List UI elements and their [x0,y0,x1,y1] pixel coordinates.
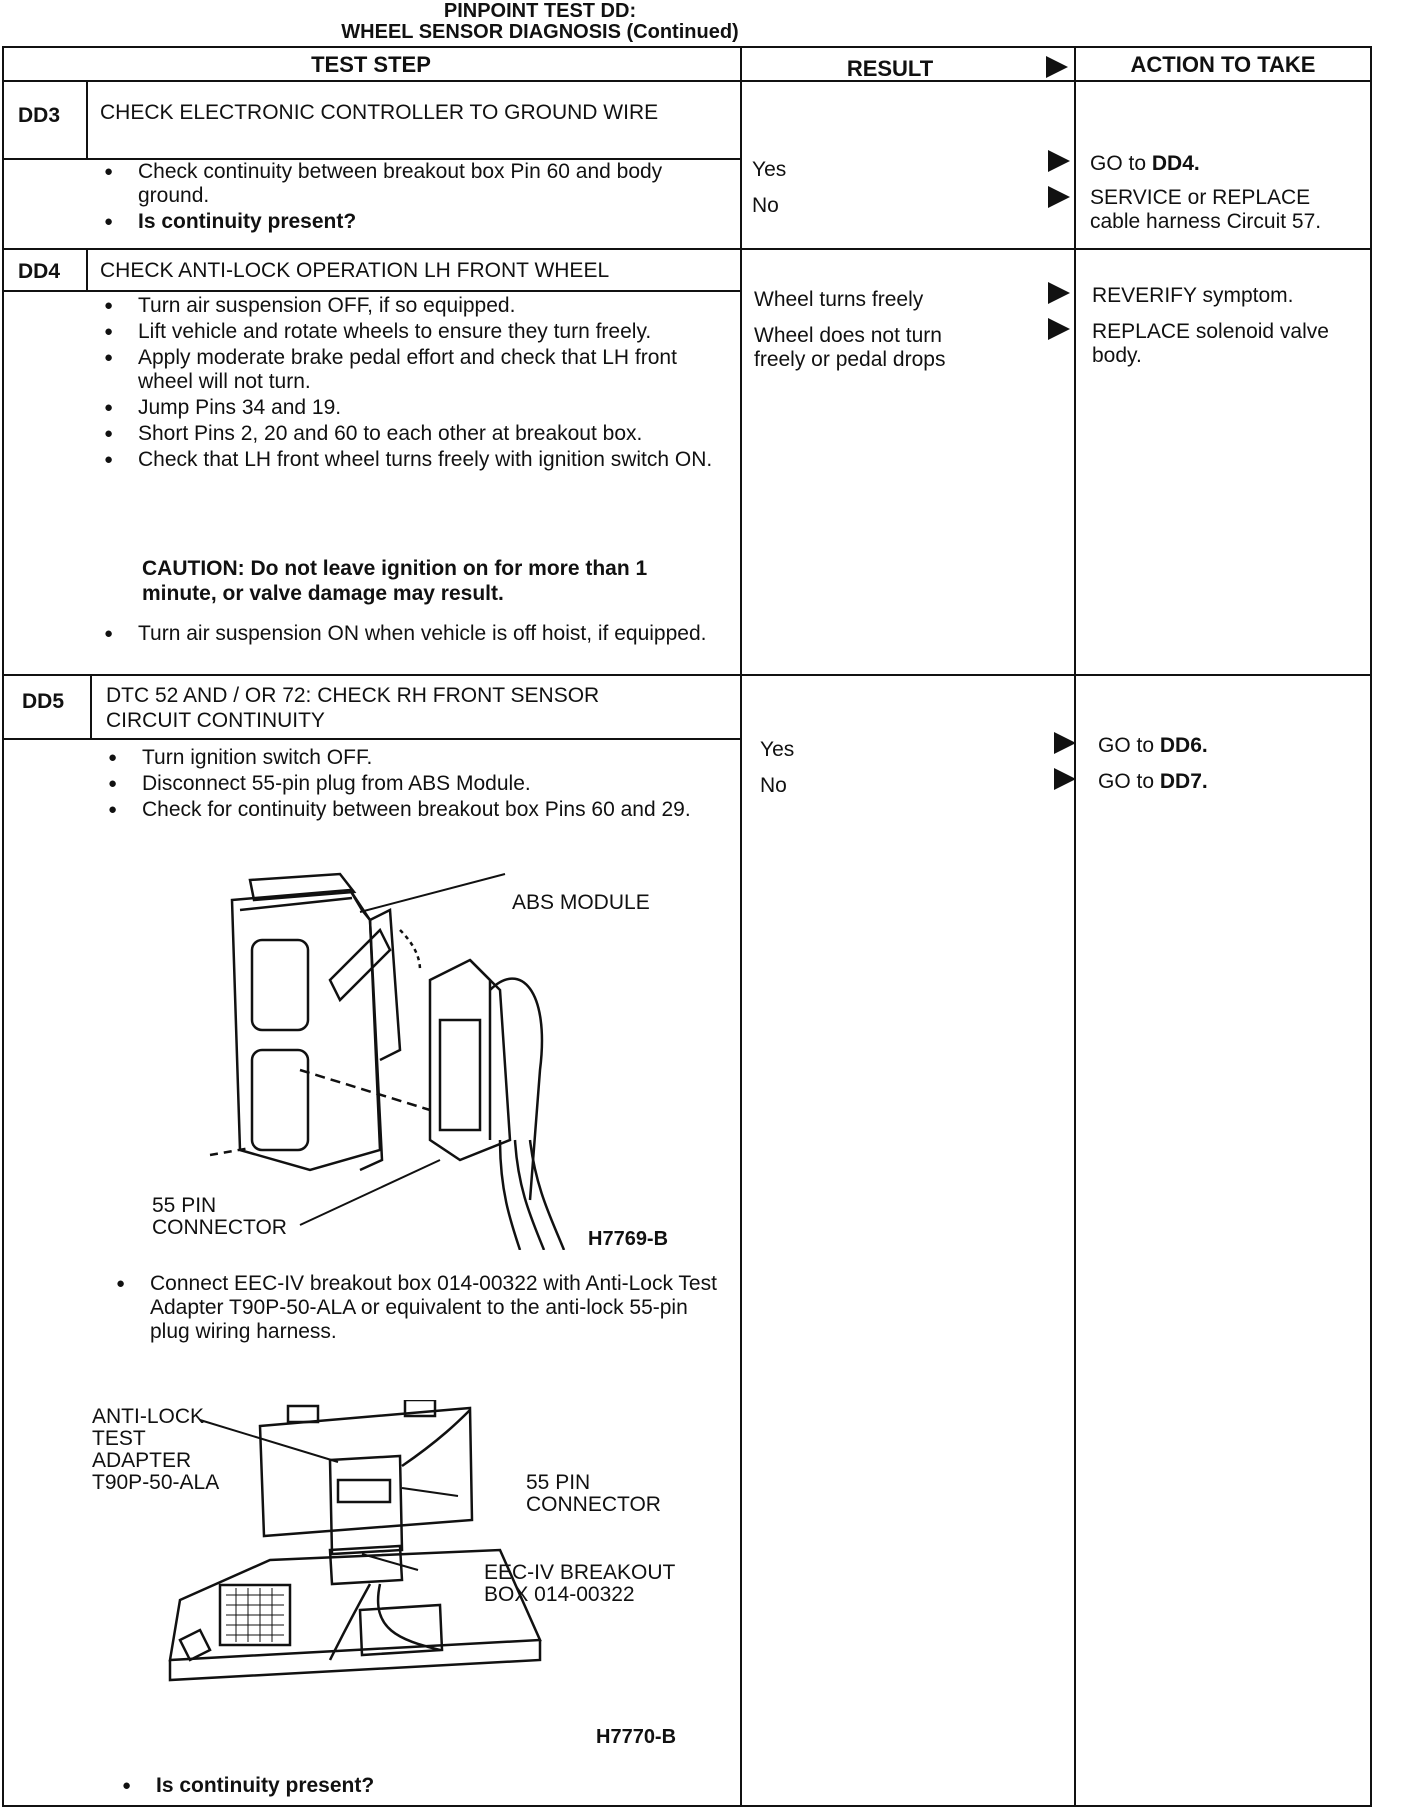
dd3-id-divider [86,80,88,158]
breakout-box-figure [168,1400,542,1682]
adapter-label: ANTI-LOCK TEST ADAPTER T90P-50-ALA [92,1405,220,1494]
dd5-connect-step-list: Connect EEC-IV breakout box 014-00322 wi… [112,1272,724,1346]
dd4-result-free: Wheel turns freely [754,288,924,311]
dd4-row-bottom-border [2,674,1372,676]
dd3-action-yes-prefix: GO to [1090,152,1152,175]
table-top-border [2,46,1372,48]
dd5-final-step-item: Is continuity present? [118,1774,678,1798]
dd4-caution: CAUTION: Do not leave ignition on for mo… [142,557,648,605]
fig2-code: H7770-B [596,1726,677,1748]
dd3-result-yes: Yes [752,158,787,181]
abs-module-figure [209,872,566,1250]
adapter-leader-line [199,1419,339,1463]
dd4-step-list: Turn air suspension OFF, if so equipped.… [100,294,720,474]
dd5-action-yes-target: DD6. [1159,734,1208,757]
dd5-step-id: DD5 [22,690,65,713]
page-title-line2: WHEEL SENSOR DIAGNOSIS (Continued) [341,21,739,43]
header-result: RESULT [846,56,934,81]
header-action: ACTION TO TAKE [1130,52,1316,77]
dd3-step-title: CHECK ELECTRONIC CONTROLLER TO GROUND WI… [100,101,659,124]
dd4-step-id: DD4 [18,260,61,283]
dd3-action-no: SERVICE or REPLACE cable harness Circuit… [1090,186,1322,233]
dd3-arrow-icon [1048,186,1070,208]
dd4-final-step-list: Turn air suspension ON when vehicle is o… [100,622,720,648]
dd4-action-free: REVERIFY symptom. [1092,284,1294,307]
dd5-arrow-icon [1054,732,1076,754]
fig1-code: H7769-B [588,1228,669,1250]
dd4-final-step-item: Turn air suspension ON when vehicle is o… [100,622,720,646]
dd3-action-yes-target: DD4. [1151,152,1200,175]
dd4-action-not-free: REPLACE solenoid valve body. [1092,320,1329,367]
dd3-row-bottom-border [2,248,1372,250]
dd4-title-bottom-border [2,290,740,292]
dd5-step-title: DTC 52 AND / OR 72: CHECK RH FRONT SENSO… [106,684,600,732]
dd4-id-divider [86,248,88,290]
page-title-line1: PINPOINT TEST DD: [443,0,637,22]
dd5-step-item: Check for continuity between breakout bo… [104,798,724,822]
dd5-title-bottom-border [2,738,740,740]
dd4-step-title: CHECK ANTI-LOCK OPERATION LH FRONT WHEEL [100,259,610,282]
dd4-result-not-free: Wheel does not turn freely or pedal drop… [754,324,946,371]
breakout-leader-line [361,1553,419,1571]
dd5-step-item: Disconnect 55-pin plug from ABS Module. [104,772,724,796]
dd5-action-no-target: DD7. [1159,770,1208,793]
dd5-action-yes-prefix: GO to [1098,734,1160,757]
table-left-border [2,46,4,1806]
abs-module-label: ABS MODULE [512,891,650,914]
table-bottom-border [2,1805,1372,1807]
dd4-arrow-icon [1048,282,1070,304]
dd4-step-item: Turn air suspension OFF, if so equipped. [100,294,720,318]
action-column-divider [1074,46,1076,1806]
dd5-result-no: No [760,774,787,797]
dd3-step-item: Is continuity present? [100,210,720,234]
table-right-border [1370,46,1372,1806]
header-arrow-icon [1046,56,1068,78]
dd4-step-item: Short Pins 2, 20 and 60 to each other at… [100,422,720,446]
dd5-id-divider [90,674,92,738]
dd3-arrow-icon [1048,150,1070,172]
dd4-arrow-icon [1048,318,1070,340]
dd5-action-no-prefix: GO to [1098,770,1160,793]
dd3-result-no: No [752,194,779,217]
header-test-step: TEST STEP [311,52,431,77]
dd3-step-list: Check continuity between breakout box Pi… [100,160,720,236]
dd4-step-item: Lift vehicle and rotate wheels to ensure… [100,320,720,344]
dd5-action-yes: GO to DD6. [1098,734,1208,758]
dd5-connect-step-item: Connect EEC-IV breakout box 014-00322 wi… [112,1272,724,1344]
breakout-box-label: EEC-IV BREAKOUT BOX 014-00322 [484,1561,675,1606]
dd4-step-item: Check that LH front wheel turns freely w… [100,448,720,472]
dd5-step-item: Turn ignition switch OFF. [104,746,724,770]
connector-leader-line [299,1159,441,1226]
abs-module-leader-line [359,873,506,913]
dd5-result-yes: Yes [760,738,795,761]
dd4-step-item: Jump Pins 34 and 19. [100,396,720,420]
dd5-arrow-icon [1054,768,1076,790]
dd4-step-item: Apply moderate brake pedal effort and ch… [100,346,720,394]
dd3-step-id: DD3 [18,104,61,127]
dd5-action-no: GO to DD7. [1098,770,1208,794]
header-bottom-border [2,80,1372,82]
fig2-connector-label: 55 PIN CONNECTOR [526,1471,661,1516]
dd5-final-step-list: Is continuity present? [118,1774,678,1800]
dd3-action-yes: GO to DD4. [1090,152,1200,176]
dd3-title-bottom-border [2,158,740,160]
fig2-connector-leader-line [401,1487,459,1497]
fig1-connector-label: 55 PIN CONNECTOR [152,1194,287,1239]
result-column-divider [740,46,742,1806]
dd3-step-item: Check continuity between breakout box Pi… [100,160,720,208]
dd5-step-list: Turn ignition switch OFF. Disconnect 55-… [104,746,724,824]
